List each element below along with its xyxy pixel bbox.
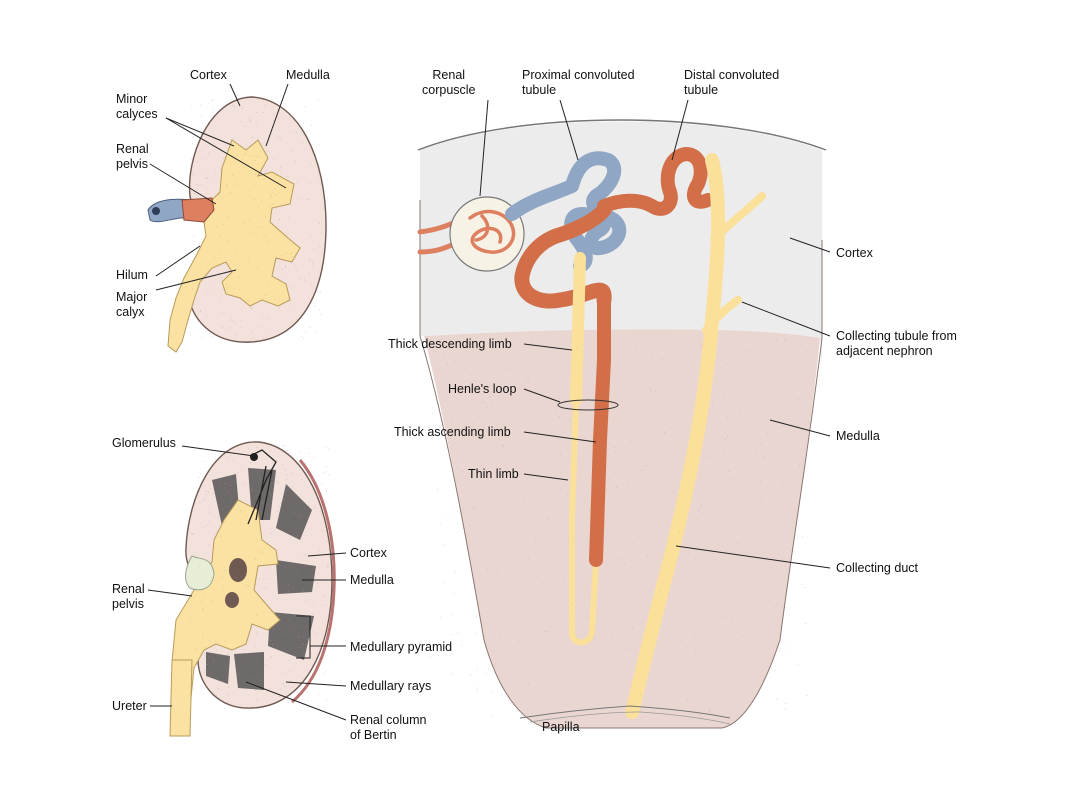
bottom-hilum-fat	[185, 555, 215, 591]
label-top-medulla: Medulla	[286, 68, 330, 82]
medullary-pyramids	[206, 468, 316, 690]
label-top-cortex: Cortex	[190, 68, 227, 82]
label-collecting-tubule: Collecting tubule from adjacent nephron	[836, 329, 957, 358]
label-distal-tubule: Distal convoluted tubule	[684, 68, 780, 97]
top-pelvis-calyces	[167, 139, 301, 353]
pelvis-hole-lower	[225, 592, 239, 608]
bottom-ureter	[169, 659, 193, 737]
bottom-kidney-illustration	[169, 441, 336, 737]
label-thick-descending: Thick descending limb	[388, 337, 512, 351]
collecting-tubule-branch-upper	[710, 192, 766, 244]
distal-to-loop-connector	[514, 202, 612, 309]
label-thin-limb: Thin limb	[468, 467, 519, 481]
label-medullary-rays: Medullary rays	[350, 679, 432, 693]
bottom-kidney-capsule-edge	[291, 459, 336, 704]
label-bottom-medulla: Medulla	[350, 573, 394, 587]
collecting-tubule-branch-lower	[702, 296, 742, 334]
leader-lines	[147, 83, 831, 721]
label-renal-corpuscle: Renal corpuscle	[422, 68, 476, 97]
kidney-capsule-curve	[417, 119, 827, 151]
label-ureter: Ureter	[112, 699, 147, 713]
label-thick-ascending: Thick ascending limb	[394, 425, 511, 439]
henles-loop-ring	[557, 399, 619, 411]
label-nephron-medulla: Medulla	[836, 429, 880, 443]
label-bottom-cortex: Cortex	[350, 546, 387, 560]
thick-descending-limb	[570, 252, 586, 406]
glomerulus-dot	[250, 453, 258, 461]
nephron-illustration	[417, 119, 827, 729]
papilla-base	[519, 705, 731, 719]
label-glomerulus: Glomerulus	[112, 436, 176, 450]
thick-ascending-limb	[589, 293, 611, 567]
medulla-region	[424, 329, 820, 728]
label-nephron-cortex: Cortex	[836, 246, 873, 260]
top-kidney-illustration	[147, 96, 327, 353]
label-proximal-tubule: Proximal convoluted tubule	[522, 68, 635, 97]
label-hilum: Hilum	[116, 268, 148, 282]
label-papilla: Papilla	[542, 720, 580, 734]
thin-limb	[569, 397, 599, 646]
label-top-renal-pelvis: Renal pelvis	[116, 142, 149, 171]
glomerulus-vessel	[247, 449, 277, 525]
stipple-texture	[189, 99, 810, 717]
glomerular-tuft	[468, 209, 516, 254]
label-minor-calyces: Minor calyces	[116, 92, 158, 121]
proximal-convoluted-tubule	[505, 151, 627, 273]
nephron-cone-outline	[419, 200, 823, 729]
label-medullary-pyramid: Medullary pyramid	[350, 640, 453, 654]
distal-convoluted-tubule	[597, 147, 715, 216]
label-collecting-duct: Collecting duct	[836, 561, 918, 575]
label-renal-column: Renal column of Bertin	[350, 713, 427, 742]
label-major-calyx: Major calyx	[116, 290, 148, 319]
label-henles-loop: Henle's loop	[448, 382, 517, 396]
pelvis-hole-upper	[229, 558, 247, 582]
label-bottom-renal-pelvis: Renal pelvis	[112, 582, 145, 611]
